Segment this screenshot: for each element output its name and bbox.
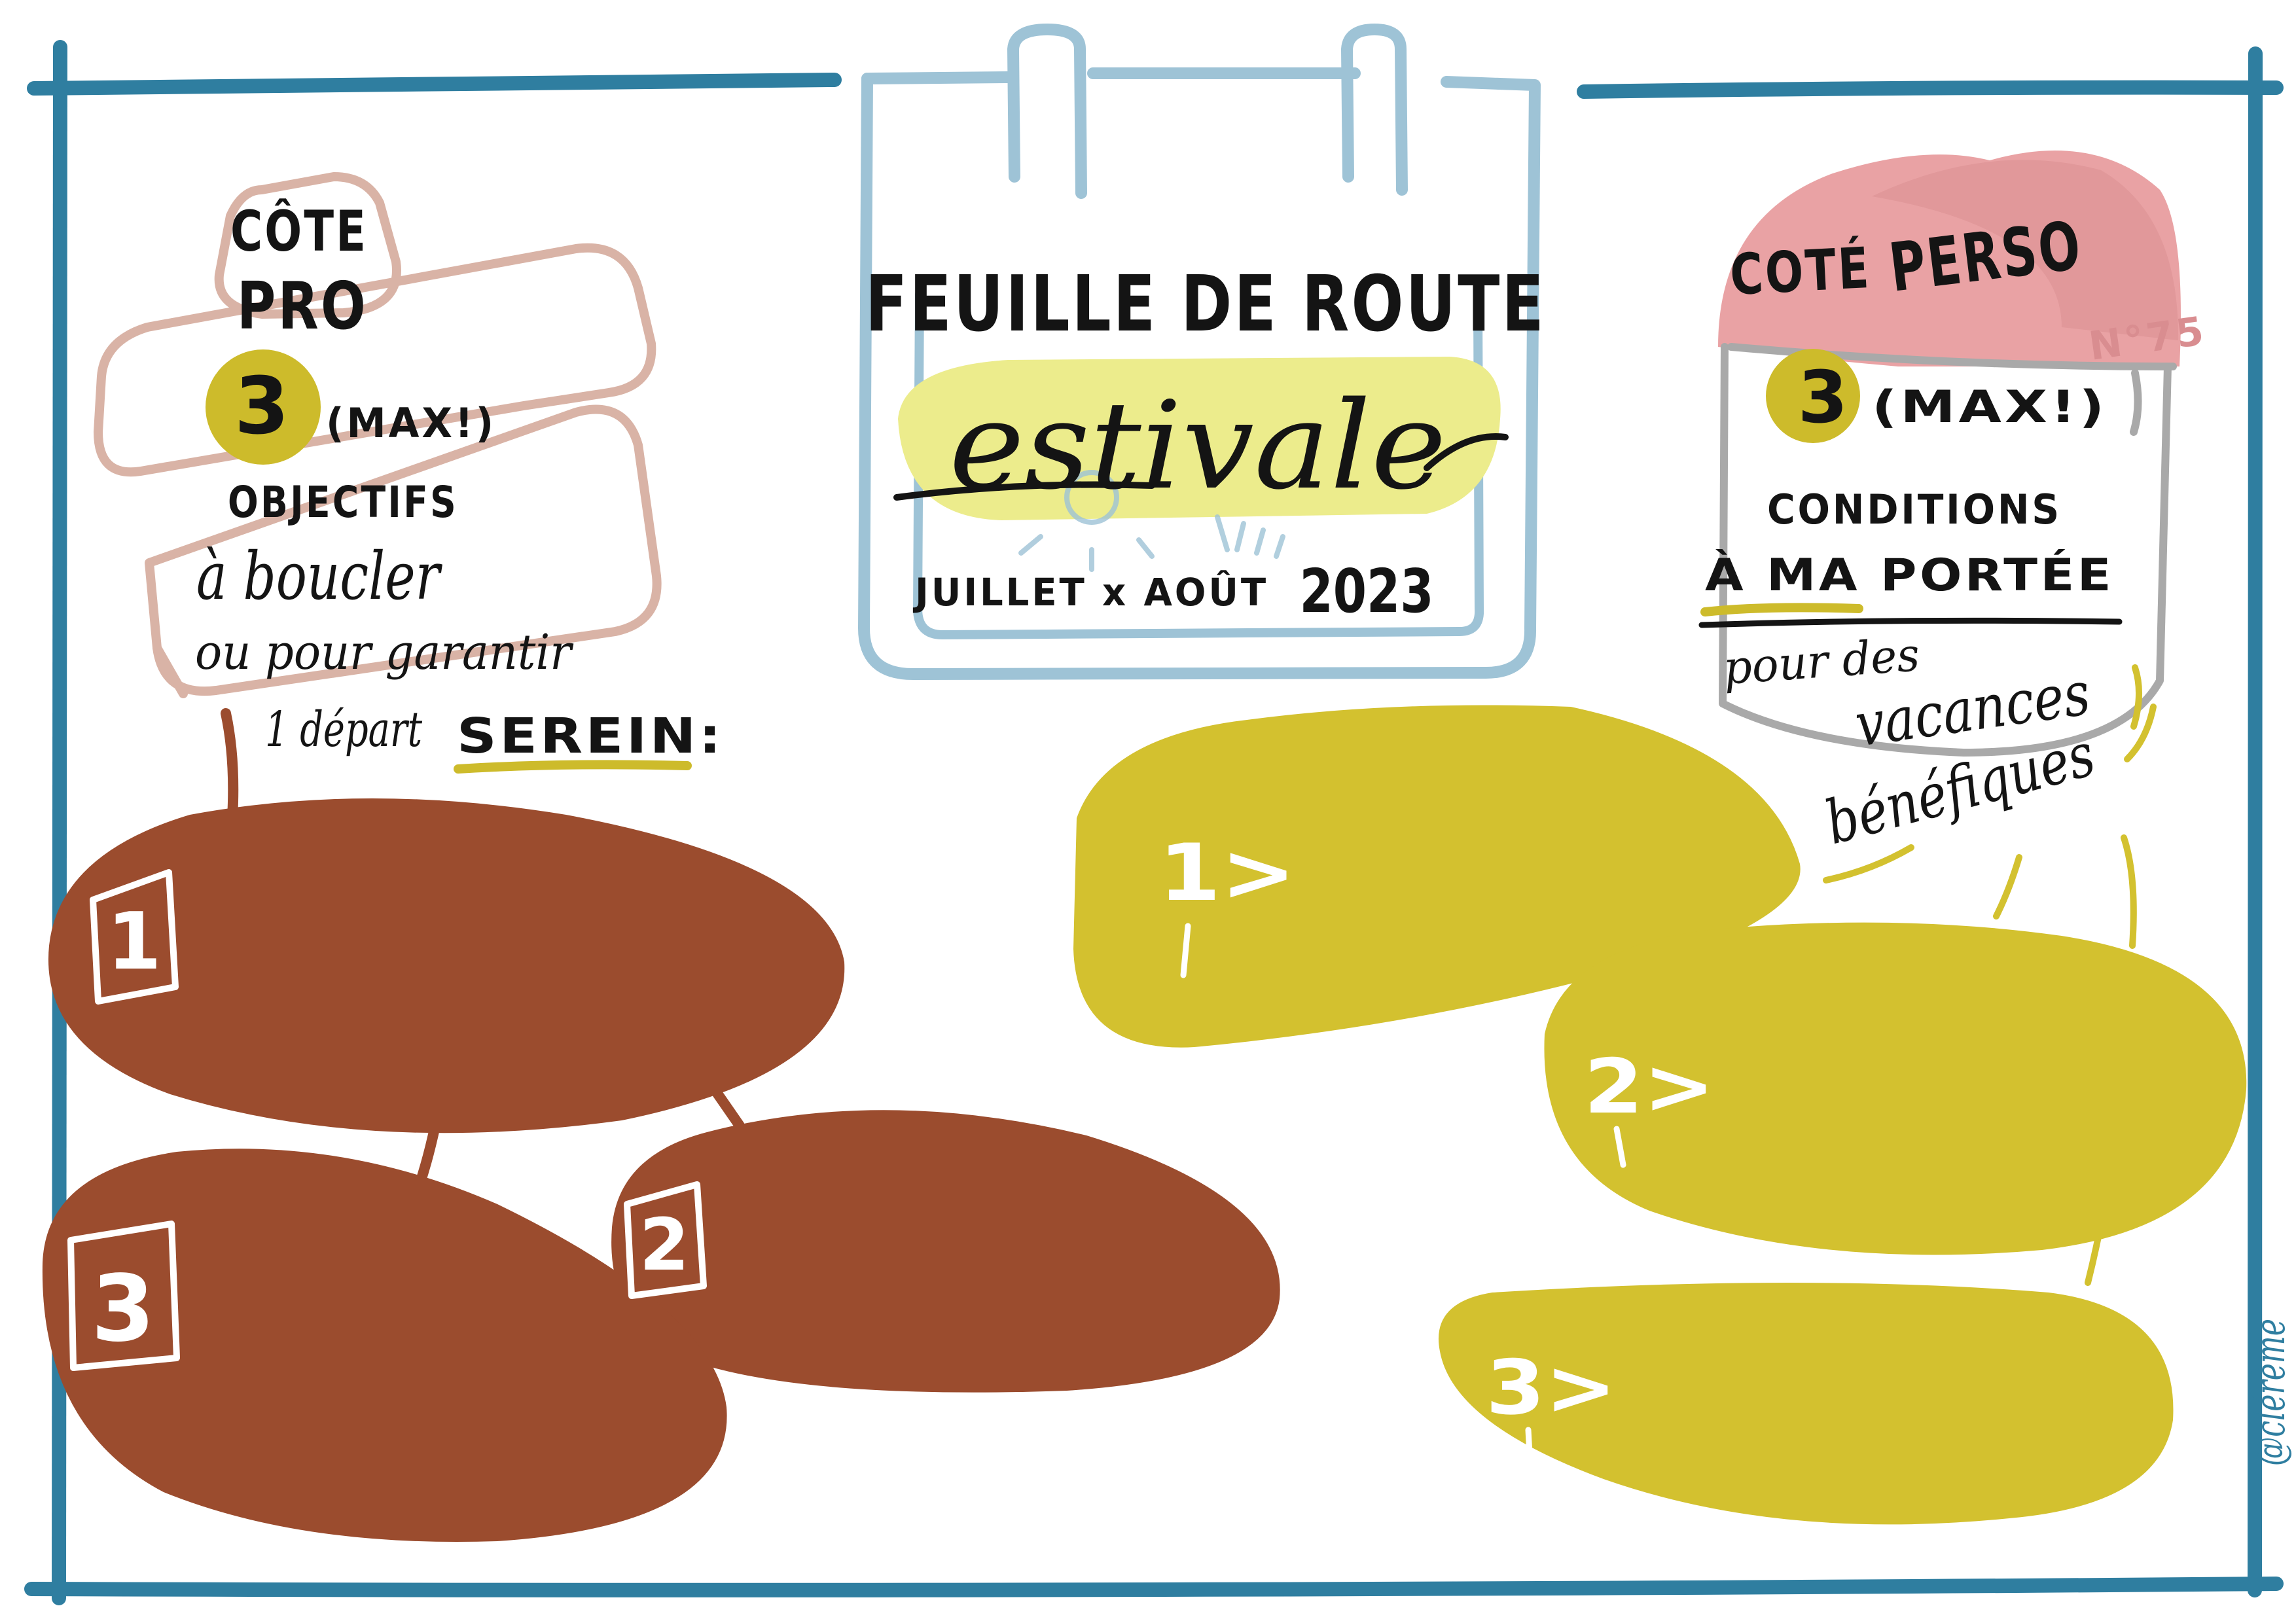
subtitle-highlight bbox=[898, 357, 1501, 520]
pro-item-label-1: 1 bbox=[107, 897, 162, 988]
perso-connectors bbox=[1823, 664, 2157, 1286]
signature: @clérème bbox=[2246, 1319, 2295, 1466]
backpack-icon bbox=[1719, 343, 2177, 757]
portee-underline-dark bbox=[1698, 617, 2123, 628]
pro-heading-line1: CÔTE bbox=[230, 198, 368, 264]
perso-item-tick-2 bbox=[1613, 1126, 1626, 1168]
perso-heading-cote: COTÉ bbox=[1729, 235, 1873, 308]
backpack-lid-shade bbox=[1872, 160, 2179, 340]
perso-condition-blob-3[interactable] bbox=[1438, 1283, 2174, 1525]
pro-count-dot bbox=[206, 349, 321, 465]
pro-item-box-1 bbox=[90, 869, 179, 1005]
perso-item-tick-1 bbox=[1180, 923, 1191, 978]
perso-item-label-2: 2> bbox=[1584, 1043, 1715, 1131]
perso-max: (MAX!) bbox=[1872, 382, 2108, 433]
pro-goal-blob-2[interactable] bbox=[611, 1110, 1280, 1393]
pro-line-objectifs: OBJECTIFS bbox=[228, 477, 458, 527]
pro-count: 3 bbox=[234, 361, 289, 452]
subtitle-swash bbox=[893, 433, 1509, 501]
pro-line-serein: SEREIN: bbox=[457, 708, 724, 764]
perso-item-label-1: 1> bbox=[1158, 828, 1296, 919]
perso-line-conditions: CONDITIONS bbox=[1767, 486, 2062, 533]
briefcase-icon bbox=[94, 172, 662, 698]
calendar-icon bbox=[858, 24, 1541, 680]
pro-goal-blob-1[interactable] bbox=[48, 798, 845, 1133]
perso-item-label-3: 3> bbox=[1486, 1344, 1617, 1432]
perso-count: 3 bbox=[1798, 355, 1848, 439]
pro-max: (MAX!) bbox=[326, 399, 496, 447]
portee-underline bbox=[1700, 603, 1863, 616]
calendar-year: 2023 bbox=[1300, 556, 1434, 626]
pro-line-boucler: à boucler bbox=[196, 538, 442, 615]
pro-item-box-3 bbox=[67, 1221, 180, 1371]
outer-frame bbox=[24, 40, 2284, 1605]
perso-item-tick-3 bbox=[1525, 1427, 1534, 1469]
sun-icon bbox=[1018, 470, 1285, 572]
pro-line-garantir: ou pour garantir bbox=[195, 624, 574, 681]
perso-count-dot bbox=[1766, 349, 1860, 443]
pro-item-label-3: 3 bbox=[91, 1256, 154, 1363]
perso-condition-blob-2[interactable] bbox=[1544, 922, 2247, 1255]
calendar-months: JUILLET x AOÛT bbox=[912, 569, 1268, 615]
pro-line-depart: 1 départ bbox=[265, 702, 422, 758]
pro-heading-line2: PRO bbox=[237, 268, 368, 344]
perso-line-portee: À MA PORTÉE bbox=[1705, 549, 2114, 601]
pro-goal-blob-3[interactable] bbox=[42, 1149, 727, 1543]
calendar-subtitle: estivale bbox=[949, 375, 1446, 516]
pro-item-box-2 bbox=[624, 1181, 707, 1299]
serein-underline bbox=[454, 760, 692, 774]
pro-item-label-2: 2 bbox=[639, 1203, 690, 1287]
calendar-title: FEUILLE DE ROUTE bbox=[865, 259, 1546, 349]
